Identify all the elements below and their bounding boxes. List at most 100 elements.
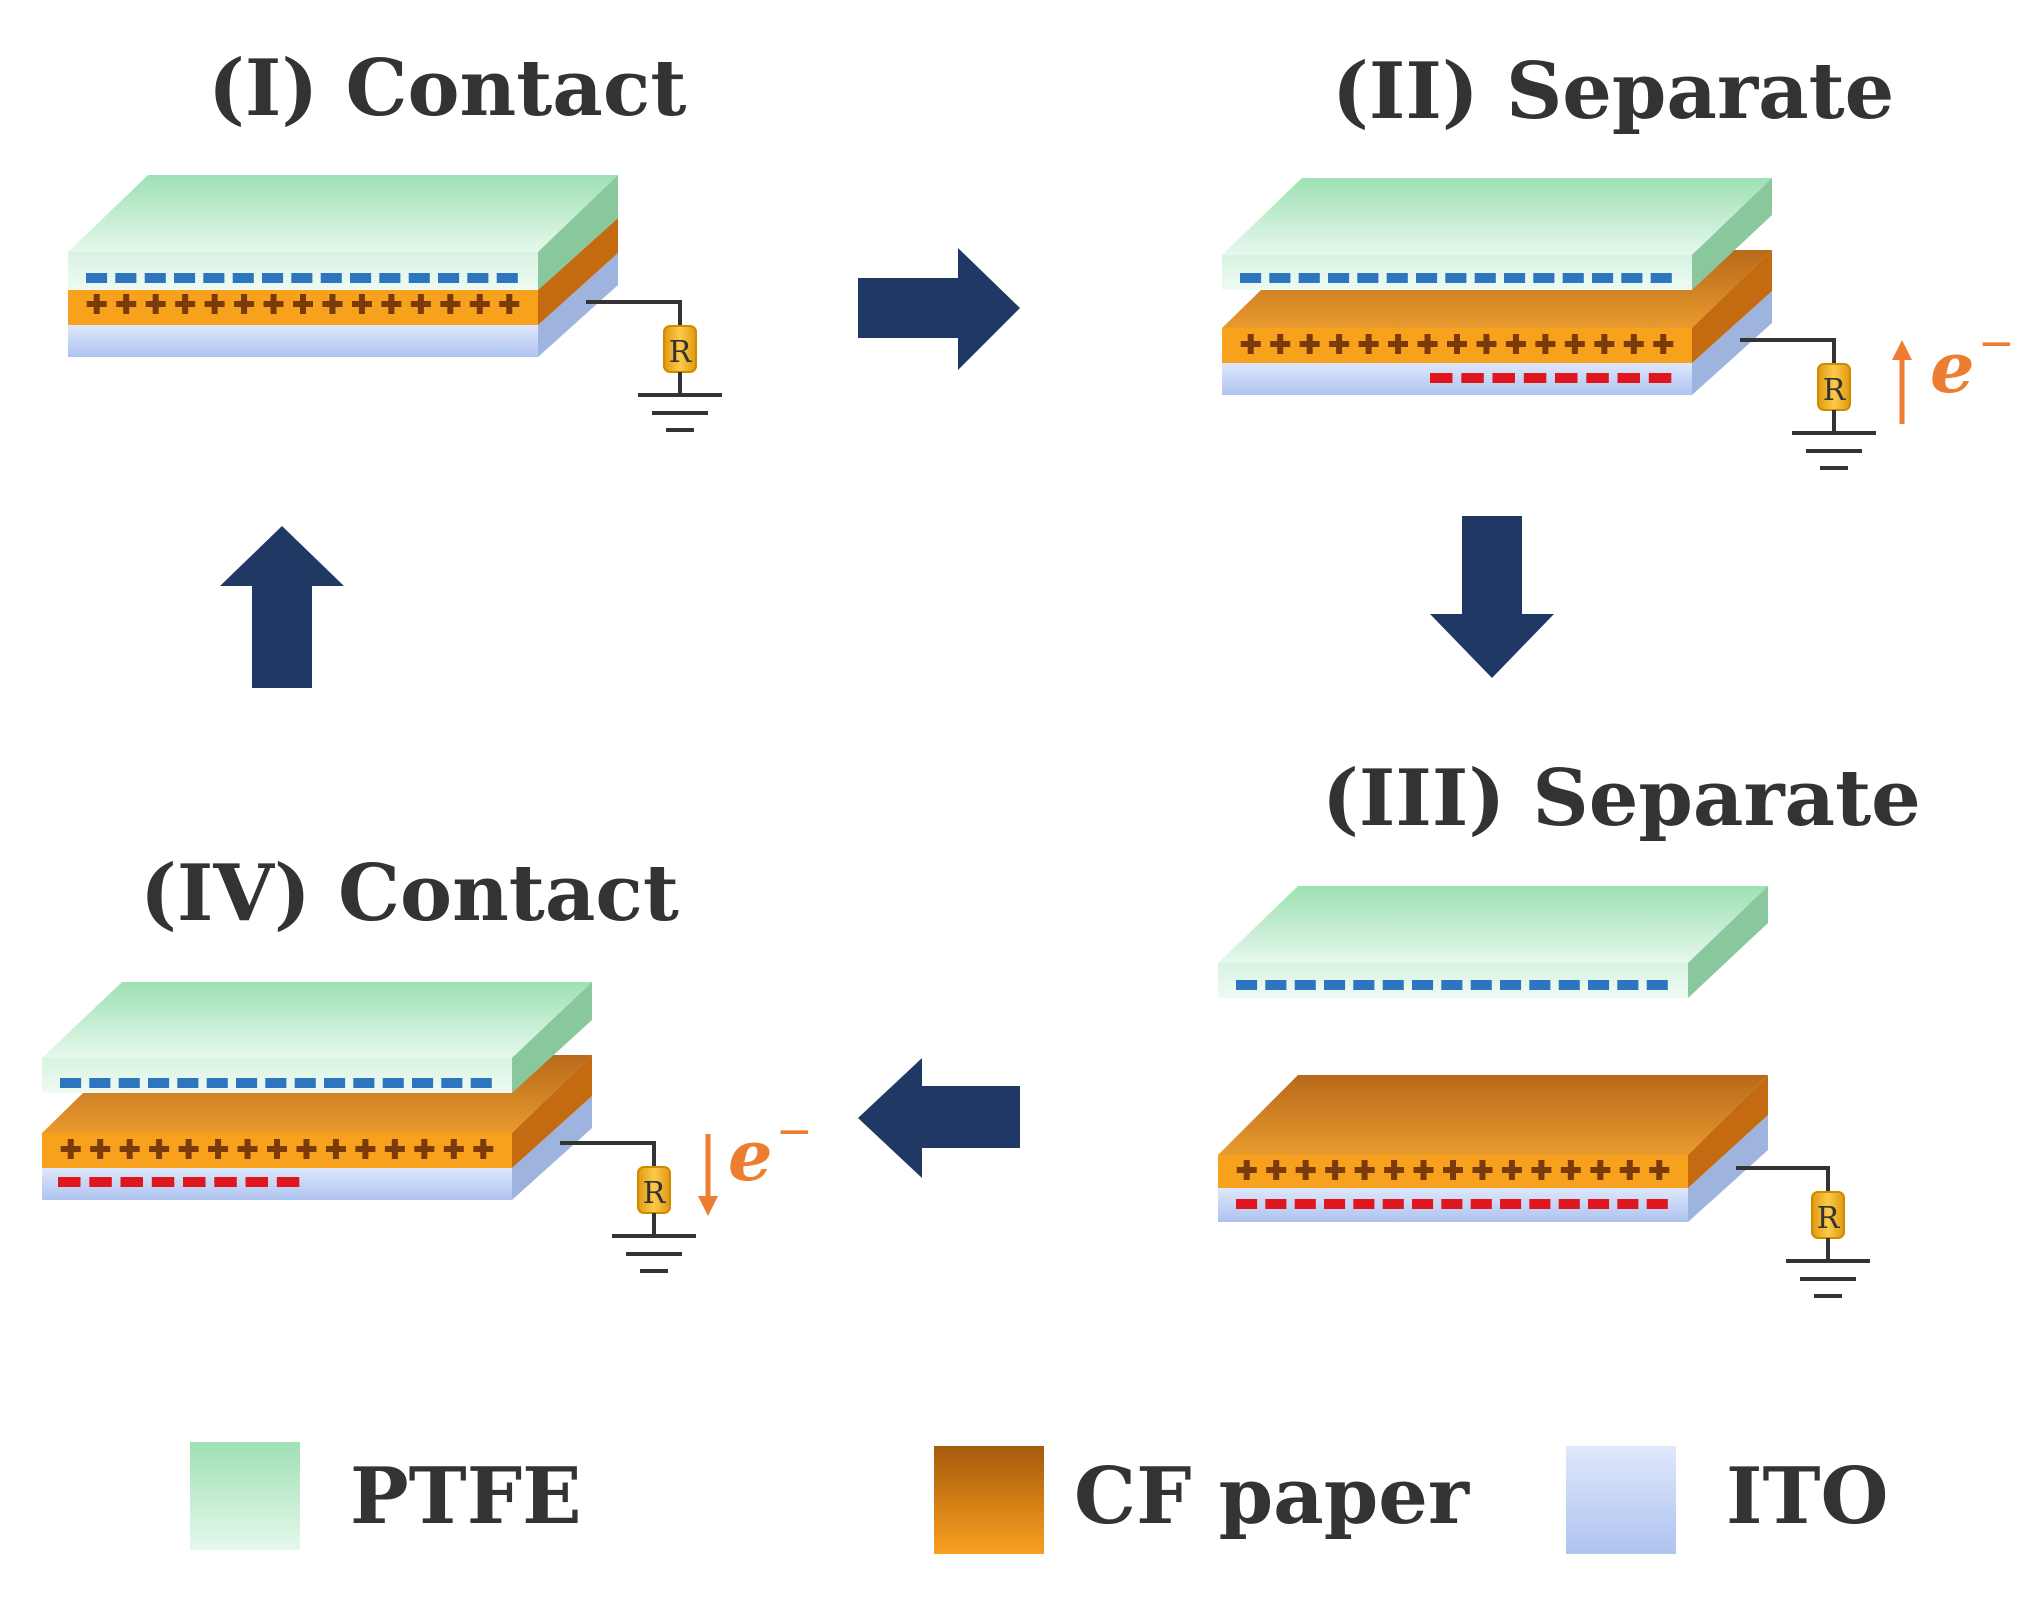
negative-charge-mark (144, 273, 166, 283)
legend-label-ptfe: PTFE (350, 1451, 582, 1542)
negative-charge-mark (1474, 273, 1496, 283)
negative-charges-ptfe (1240, 273, 1672, 283)
positive-charge-mark (1623, 334, 1644, 354)
positive-charge-mark (440, 294, 461, 314)
negative-charge-mark (470, 1078, 492, 1088)
negative-charge-mark (1558, 980, 1580, 990)
negative-charge-mark (1470, 980, 1492, 990)
stage-1-title: (I) Contact (208, 43, 687, 134)
electron-flow-down: e − (698, 1106, 813, 1216)
positive-charge-mark (1413, 1160, 1434, 1180)
ground-icon (1792, 431, 1876, 470)
negative-charge-mark (183, 1177, 206, 1187)
negative-charge-mark (89, 1078, 111, 1088)
positive-charge-mark (443, 1139, 464, 1159)
negative-charge-mark (1382, 1199, 1404, 1209)
negative-charge-mark (1412, 1199, 1434, 1209)
legend-swatch-ito (1566, 1446, 1676, 1554)
negative-charge-mark (1588, 980, 1610, 990)
positive-charge-mark (208, 1139, 229, 1159)
negative-charge-mark (1236, 980, 1258, 990)
ground-circuit: R (1740, 338, 1876, 470)
positive-charge-mark (1443, 1160, 1463, 1180)
ptfe-layer (68, 175, 618, 290)
ground-icon (638, 393, 722, 432)
negative-charge-mark (1558, 1199, 1580, 1209)
positive-charge-mark (1501, 1160, 1522, 1180)
positive-charge-mark (1649, 1160, 1670, 1180)
negative-charge-mark (214, 1177, 237, 1187)
negative-charge-mark (174, 273, 196, 283)
legend-label-cf-paper: CF paper (1074, 1451, 1469, 1542)
negative-charge-mark (115, 273, 137, 283)
negative-charges-ito (1430, 373, 1672, 383)
negative-charge-mark (1586, 373, 1609, 383)
negative-charge-mark (1492, 373, 1515, 383)
positive-charge-mark (1476, 334, 1497, 354)
legend-label-ito: ITO (1726, 1451, 1889, 1542)
positive-charge-mark (175, 294, 196, 314)
positive-charge-mark (469, 294, 490, 314)
ground-circuit: R (586, 300, 722, 432)
negative-charge-mark (1324, 980, 1346, 990)
arrow-up-icon (220, 526, 344, 688)
negative-charge-mark (379, 273, 401, 283)
positive-charge-mark (1329, 334, 1350, 354)
positive-charge-mark (116, 294, 137, 314)
negative-charge-mark (438, 273, 460, 283)
electron-flow-up: e − (1892, 318, 2015, 424)
ptfe-layer (42, 982, 592, 1093)
negative-charge-mark (1617, 373, 1640, 383)
resistor: R (663, 325, 697, 373)
negative-charge-mark (1445, 273, 1467, 283)
negative-charge-mark (1470, 1199, 1492, 1209)
negative-charge-mark (1621, 273, 1643, 283)
positive-charge-mark (60, 1139, 81, 1159)
negative-charge-mark (1324, 1199, 1346, 1209)
negative-charge-mark (324, 1078, 346, 1088)
negative-charge-mark (408, 273, 430, 283)
positive-charge-mark (355, 1139, 376, 1159)
ito-layer (1222, 291, 1772, 395)
stage-3-title: (III) Separate (1322, 753, 1921, 844)
positive-charge-mark (1653, 334, 1674, 354)
positive-charge-mark (296, 1139, 317, 1159)
stage-2-separate: R e − (1222, 178, 2015, 470)
positive-charge-mark (322, 294, 343, 314)
positive-charge-mark (1619, 1160, 1640, 1180)
positive-charge-mark (473, 1139, 494, 1159)
negative-charge-mark (262, 273, 284, 283)
negative-charge-mark (1353, 980, 1375, 990)
stage-4-contact: R e − (42, 982, 813, 1273)
positive-charge-mark (1564, 334, 1585, 354)
negative-charges-ito (58, 1177, 300, 1187)
legend-swatch-ptfe (190, 1442, 300, 1550)
positive-charge-mark (1388, 334, 1409, 354)
positive-charge-mark (293, 294, 313, 314)
negative-charge-mark (294, 1078, 316, 1088)
legend-swatch-cf-paper (934, 1446, 1044, 1554)
negative-charge-mark (1500, 1199, 1522, 1209)
resistor: R (1817, 363, 1851, 411)
negative-charge-mark (1357, 273, 1379, 283)
resistor: R (637, 1166, 671, 1214)
negative-charge-mark (496, 273, 518, 283)
positive-charge-mark (90, 1139, 111, 1159)
positive-charge-mark (384, 1139, 405, 1159)
negative-charges-ptfe (1236, 980, 1668, 990)
positive-charge-mark (381, 294, 402, 314)
positive-charge-mark (178, 1139, 199, 1159)
positive-charge-mark (414, 1139, 435, 1159)
negative-charge-mark (1504, 273, 1526, 283)
stage-2-title: (II) Separate (1332, 46, 1895, 137)
positive-charge-mark (1472, 1160, 1493, 1180)
positive-charge-mark (1295, 1160, 1316, 1180)
positive-charge-mark (237, 1139, 258, 1159)
positive-charges-cf (86, 294, 520, 314)
negative-charge-mark (1265, 980, 1287, 990)
positive-charge-mark (119, 1139, 140, 1159)
positive-charge-mark (1590, 1160, 1611, 1180)
positive-charges-cf (1240, 334, 1674, 354)
